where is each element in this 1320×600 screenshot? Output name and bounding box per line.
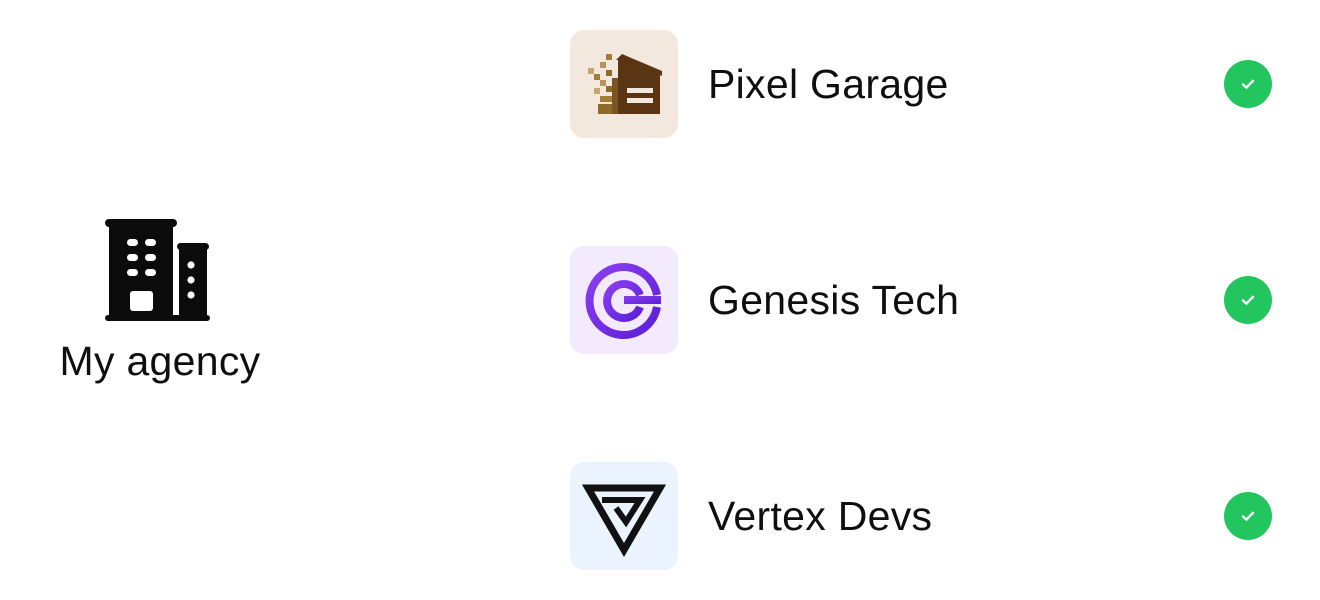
check-circle-icon <box>1224 60 1272 108</box>
genesis-tech-logo-mark <box>585 263 661 339</box>
client-row-vertex-devs[interactable]: Vertex Devs <box>570 462 1280 570</box>
building-icon <box>105 219 210 321</box>
vertex-devs-logo <box>570 462 678 570</box>
client-row-pixel-garage[interactable]: Pixel Garage <box>570 30 1280 138</box>
client-name: Genesis Tech <box>708 277 960 323</box>
vertex-devs-logo-mark <box>581 484 667 557</box>
client-name: Vertex Devs <box>708 493 933 539</box>
client-row-genesis-tech[interactable]: Genesis Tech <box>570 246 1280 354</box>
genesis-tech-logo <box>570 246 678 354</box>
client-name: Pixel Garage <box>708 61 949 107</box>
check-circle-icon <box>1224 276 1272 324</box>
agency-label: My agency <box>59 338 261 384</box>
check-circle-icon <box>1224 492 1272 540</box>
pixel-garage-logo-mark <box>588 54 662 114</box>
agency-card: My agency <box>40 215 280 395</box>
pixel-garage-logo <box>570 30 678 138</box>
